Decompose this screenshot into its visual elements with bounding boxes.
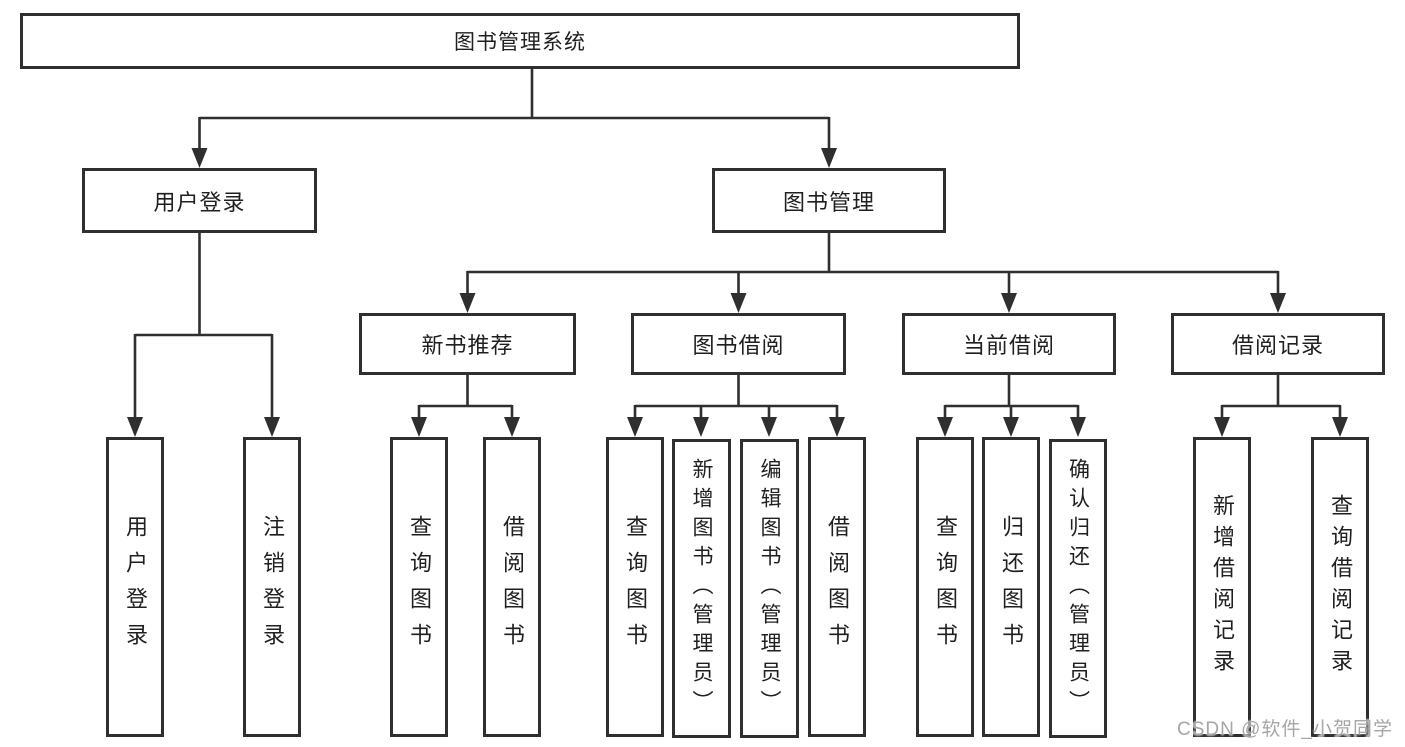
node-add-borrow-record-label: 新增借阅记录 xyxy=(1210,494,1235,680)
node-return-books: 归还图书 xyxy=(982,437,1040,737)
node-query-books-1: 查询图书 xyxy=(390,437,448,737)
node-current-borrowing: 当前借阅 xyxy=(902,313,1116,375)
node-new-book-recommend-label: 新书推荐 xyxy=(421,333,514,358)
node-book-management-label: 图书管理 xyxy=(782,189,875,215)
node-query-borrow-record-label: 查询借阅记录 xyxy=(1328,494,1353,680)
node-logout-label: 注销登录 xyxy=(260,515,285,659)
node-borrow-books-1-label: 借阅图书 xyxy=(500,515,525,659)
node-edit-books-admin-label: 编辑图书（管理员） xyxy=(758,458,781,719)
node-logout: 注销登录 xyxy=(243,437,301,737)
node-new-book-recommend: 新书推荐 xyxy=(359,313,576,375)
node-borrow-books-1: 借阅图书 xyxy=(483,437,541,737)
node-book-borrowing: 图书借阅 xyxy=(631,313,846,375)
node-library-system: 图书管理系统 xyxy=(20,13,1020,69)
node-user-login-label: 用户登录 xyxy=(153,189,246,215)
node-edit-books-admin: 编辑图书（管理员） xyxy=(740,439,799,738)
node-confirm-return-admin-label: 确认归还（管理员） xyxy=(1066,458,1090,719)
node-query-borrow-record: 查询借阅记录 xyxy=(1311,437,1369,737)
node-query-books-3: 查询图书 xyxy=(916,437,974,737)
node-borrow-books-2-label: 借阅图书 xyxy=(825,515,850,659)
node-query-books-2-label: 查询图书 xyxy=(623,515,648,659)
node-return-books-label: 归还图书 xyxy=(999,515,1024,659)
node-add-books-admin-label: 新增图书（管理员） xyxy=(690,458,713,719)
node-query-books-3-label: 查询图书 xyxy=(933,515,958,659)
node-user-login-leaf-label: 用户登录 xyxy=(123,515,148,659)
node-borrow-books-2: 借阅图书 xyxy=(808,437,866,737)
node-add-borrow-record: 新增借阅记录 xyxy=(1193,437,1251,737)
node-borrowing-records: 借阅记录 xyxy=(1171,313,1385,375)
node-confirm-return-admin: 确认归还（管理员） xyxy=(1049,439,1107,738)
node-add-books-admin: 新增图书（管理员） xyxy=(672,439,731,738)
watermark-text: CSDN @软件_小贺同学 xyxy=(1177,719,1393,740)
node-query-books-2: 查询图书 xyxy=(606,437,664,737)
connector-segments xyxy=(133,69,1342,421)
node-query-books-1-label: 查询图书 xyxy=(407,515,432,659)
node-user-login-leaf: 用户登录 xyxy=(106,437,164,737)
node-book-management: 图书管理 xyxy=(712,168,946,233)
node-book-borrowing-label: 图书借阅 xyxy=(692,333,785,358)
node-borrowing-records-label: 借阅记录 xyxy=(1231,333,1324,358)
node-current-borrowing-label: 当前借阅 xyxy=(962,333,1055,358)
node-library-system-label: 图书管理系统 xyxy=(454,31,586,54)
node-user-login: 用户登录 xyxy=(82,168,317,233)
